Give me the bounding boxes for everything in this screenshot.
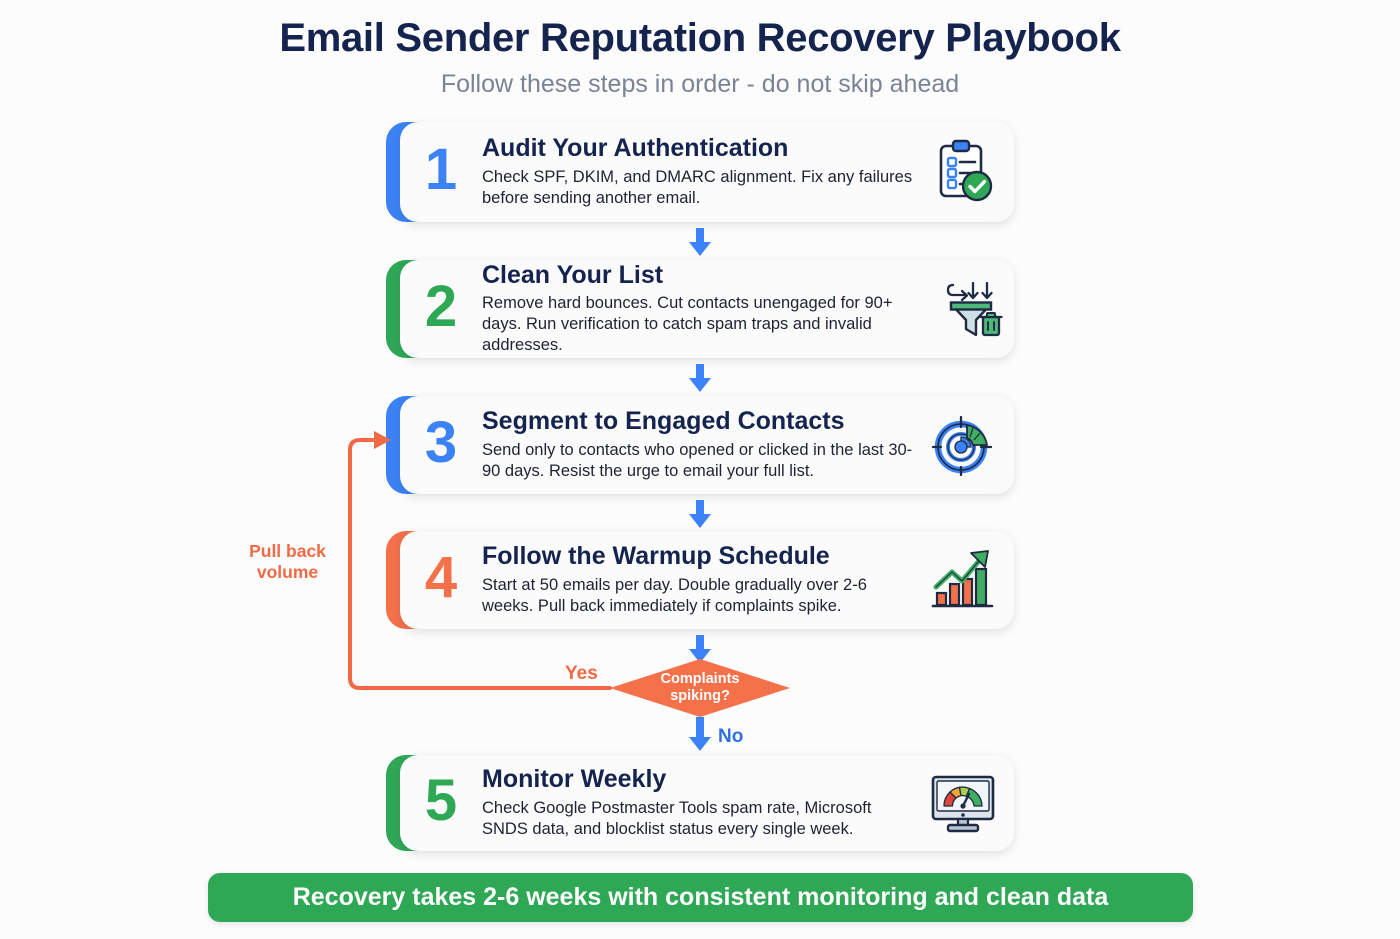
step-card-3[interactable]: 3 Segment to Engaged Contacts Send only … [386,396,1014,494]
step-number-1: 1 [424,137,458,202]
diamond-label: Complaints spiking? [610,659,790,717]
step-number-4: 4 [424,545,458,610]
connector-arrow-3-4 [689,500,711,528]
step-text-3: Segment to Engaged Contacts Send only to… [482,408,920,482]
page-title: Email Sender Reputation Recovery Playboo… [279,16,1121,60]
step-card-2[interactable]: 2 Clean Your List Remove hard bounces. C… [386,260,1014,358]
step-number-2: 2 [424,274,458,339]
step-desc-5: Check Google Postmaster Tools spam rate,… [482,798,872,838]
loop-label-line2: volume [256,562,319,582]
step-title-5: Monitor Weekly [482,765,667,794]
step-card-body-4: 4 Follow the Warmup Schedule Start at 50… [400,531,1014,629]
step-card-1[interactable]: 1 Audit Your Authentication Check SPF, D… [386,122,1014,222]
step-text-5: Monitor Weekly Check Google Postmaster T… [482,766,920,840]
connector-arrow-4-decision [689,635,711,663]
branch-label-no: No [718,726,744,747]
step-text-2: Clean Your List Remove hard bounces. Cut… [482,260,940,357]
connector-arrow-2-3 [689,364,711,392]
step-card-4[interactable]: 4 Follow the Warmup Schedule Start at 50… [386,531,1014,629]
step-number-3: 3 [424,410,458,475]
footer-banner: Recovery takes 2-6 weeks with consistent… [208,873,1193,922]
loop-label-pull-back-volume: Pull back volume [230,541,345,583]
step-title-3: Segment to Engaged Contacts [482,407,845,436]
loop-label-line1: Pull back [249,541,326,561]
step-desc-4: Start at 50 emails per day. Double gradu… [482,575,867,615]
step-title-2: Clean Your List [482,260,664,289]
branch-label-yes: Yes [565,663,598,684]
step-text-1: Audit Your Authentication Check SPF, DKI… [482,135,920,209]
connector-arrow-decision-5 [689,717,711,753]
page-subtitle: Follow these steps in order - do not ski… [440,70,960,98]
step-card-body-1: 1 Audit Your Authentication Check SPF, D… [400,122,1014,222]
step-number-5: 5 [424,768,458,833]
clipboard-check-icon [920,129,1006,215]
growth-chart-icon [920,537,1006,623]
step-card-body-2: 2 Clean Your List Remove hard bounces. C… [400,260,1014,358]
monitor-gauge-icon [920,760,1006,846]
step-card-5[interactable]: 5 Monitor Weekly Check Google Postmaster… [386,755,1014,851]
step-desc-3: Send only to contacts who opened or clic… [482,440,913,480]
step-desc-1: Check SPF, DKIM, and DMARC alignment. Fi… [482,167,913,207]
funnel-trash-icon [940,266,1010,352]
diamond-label-line2: spiking? [670,688,730,704]
step-card-body-5: 5 Monitor Weekly Check Google Postmaster… [400,755,1014,851]
step-desc-2: Remove hard bounces. Cut contacts unenga… [482,294,893,355]
step-title-4: Follow the Warmup Schedule [482,542,830,571]
target-pie-icon [920,402,1006,488]
step-title-1: Audit Your Authentication [482,134,789,163]
step-text-4: Follow the Warmup Schedule Start at 50 e… [482,543,920,617]
diamond-label-line1: Complaints [660,670,740,687]
step-card-body-3: 3 Segment to Engaged Contacts Send only … [400,396,1014,494]
connector-arrow-1-2 [689,228,711,256]
decision-diamond[interactable]: Complaints spiking? [610,659,790,717]
